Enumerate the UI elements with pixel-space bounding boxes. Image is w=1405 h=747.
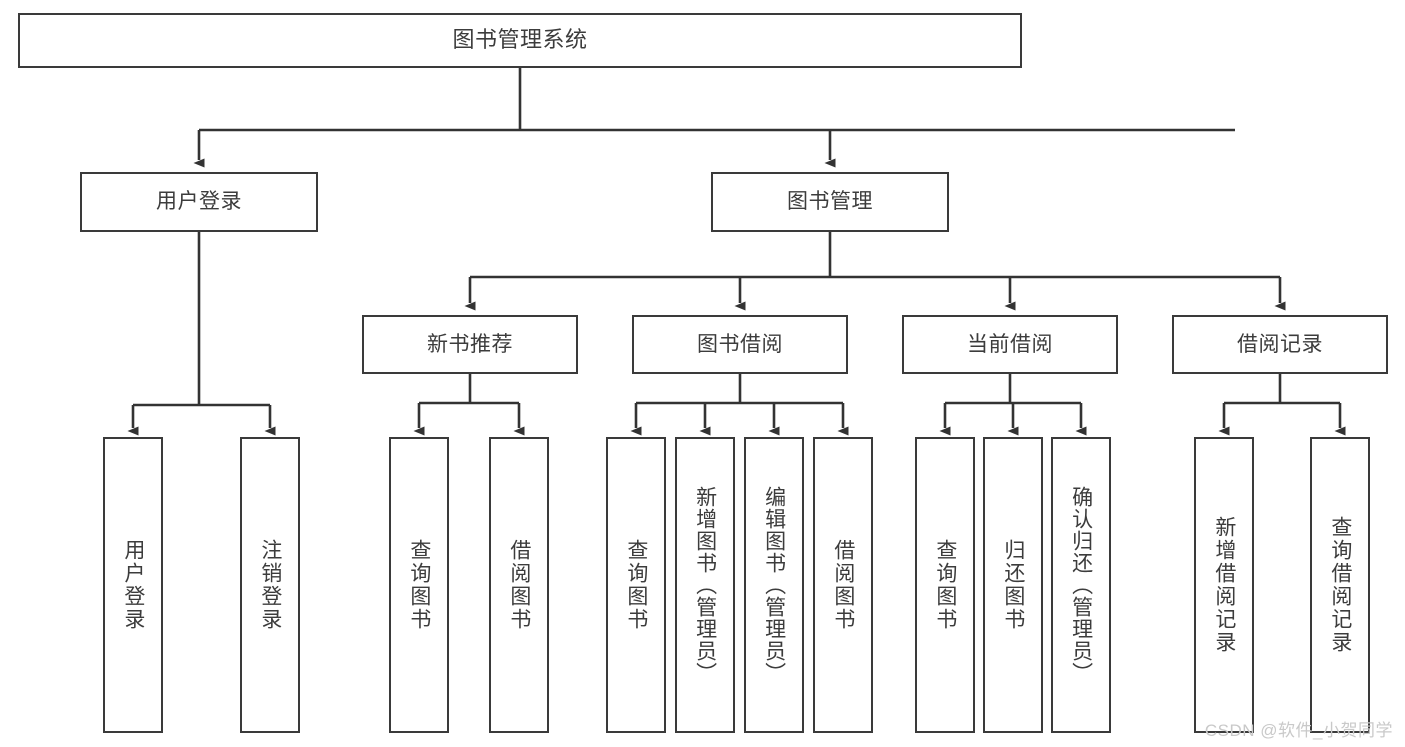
node-current-borrow[interactable]: 当前借阅: [902, 315, 1118, 374]
leaf-user-login[interactable]: 用户登录: [103, 437, 163, 733]
node-label: 图书管理系统: [452, 27, 588, 53]
leaf-logout[interactable]: 注销登录: [240, 437, 300, 733]
node-user-login[interactable]: 用户登录: [80, 172, 318, 232]
leaf-query-book-borrow[interactable]: 查询图书: [606, 437, 666, 733]
leaf-query-book-current[interactable]: 查询图书: [915, 437, 975, 733]
leaf-query-borrow-record[interactable]: 查询借阅记录: [1310, 437, 1370, 733]
node-label: 查询图书: [407, 539, 431, 631]
watermark-text: CSDN @软件_小贺同学: [1204, 721, 1393, 740]
node-label: 用户登录: [156, 190, 242, 214]
node-label: 借阅图书: [507, 539, 531, 631]
node-label: 查询借阅记录: [1328, 516, 1352, 654]
node-label: 新增借阅记录: [1212, 516, 1236, 654]
node-label: 借阅图书: [831, 539, 855, 631]
node-label: 编辑图书（管理员）: [762, 486, 786, 684]
leaf-edit-book-admin[interactable]: 编辑图书（管理员）: [744, 437, 804, 733]
node-borrow-record[interactable]: 借阅记录: [1172, 315, 1388, 374]
node-root-system[interactable]: 图书管理系统: [18, 13, 1022, 68]
node-book-borrow[interactable]: 图书借阅: [632, 315, 848, 374]
node-label: 图书借阅: [697, 332, 783, 356]
leaf-borrow-book-borrow[interactable]: 借阅图书: [813, 437, 873, 733]
node-label: 归还图书: [1001, 539, 1025, 631]
node-label: 新增图书（管理员）: [693, 486, 717, 684]
node-new-book-recommend[interactable]: 新书推荐: [362, 315, 578, 374]
leaf-add-borrow-record[interactable]: 新增借阅记录: [1194, 437, 1254, 733]
leaf-borrow-book-new[interactable]: 借阅图书: [489, 437, 549, 733]
node-label: 确认归还（管理员）: [1069, 486, 1093, 684]
leaf-confirm-return-admin[interactable]: 确认归还（管理员）: [1051, 437, 1111, 733]
leaf-query-book-new[interactable]: 查询图书: [389, 437, 449, 733]
node-label: 新书推荐: [427, 332, 513, 356]
node-label: 图书管理: [787, 190, 873, 214]
node-label: 注销登录: [258, 539, 282, 631]
leaf-add-book-admin[interactable]: 新增图书（管理员）: [675, 437, 735, 733]
node-label: 查询图书: [933, 539, 957, 631]
node-label: 当前借阅: [967, 332, 1053, 356]
leaf-return-book[interactable]: 归还图书: [983, 437, 1043, 733]
node-label: 查询图书: [624, 539, 648, 631]
node-book-management[interactable]: 图书管理: [711, 172, 949, 232]
node-label: 借阅记录: [1237, 332, 1323, 356]
node-label: 用户登录: [121, 539, 145, 631]
